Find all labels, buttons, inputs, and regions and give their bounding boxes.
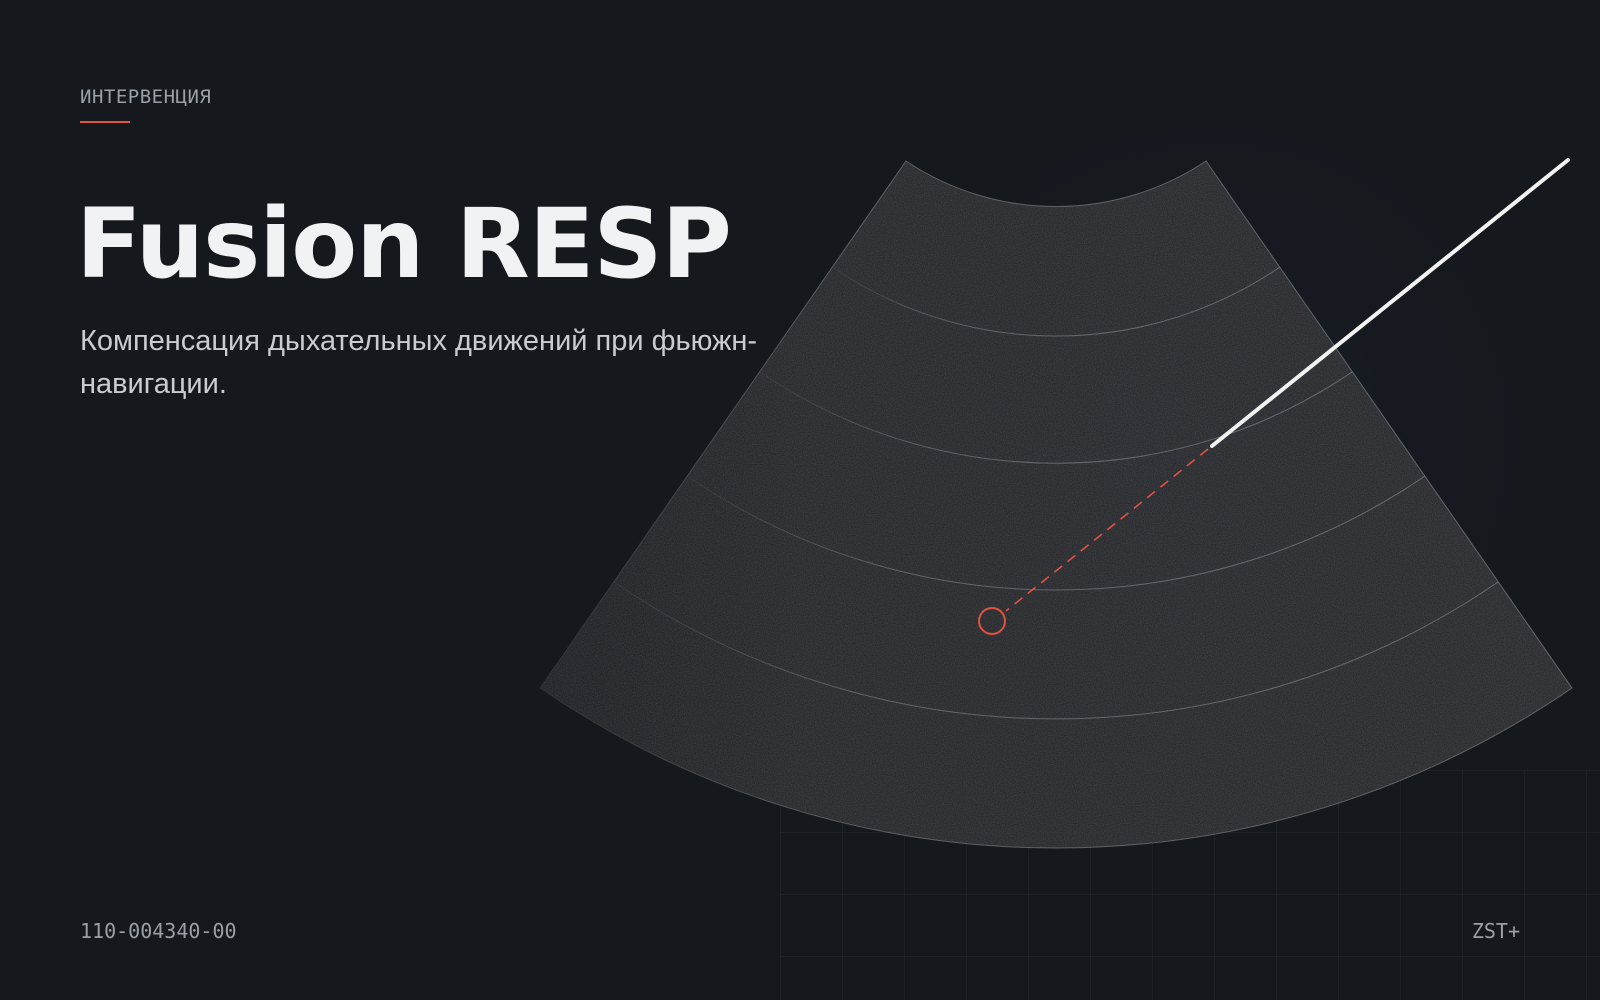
depth-band-3 <box>686 475 1426 591</box>
depth-band-1 <box>831 266 1281 337</box>
brand-mark: ZST+ <box>1471 919 1520 943</box>
eyebrow-underline <box>80 121 130 123</box>
target-ring-icon <box>978 607 1006 635</box>
depth-bands <box>613 266 1499 720</box>
page-subtitle: Компенсация дыхательных движений при фью… <box>80 325 758 400</box>
document-code: 110-004340-00 <box>80 919 237 943</box>
needle-icon <box>1210 158 1570 448</box>
page-title: Fusion RESP <box>76 188 732 300</box>
trajectory-line <box>1005 448 1209 612</box>
scan-speckle <box>540 161 1572 849</box>
scan-sector-outline <box>539 160 1573 849</box>
depth-band-4 <box>613 581 1499 720</box>
section-eyebrow: ИНТЕРВЕНЦИЯ <box>80 86 212 108</box>
depth-band-2 <box>759 371 1353 464</box>
